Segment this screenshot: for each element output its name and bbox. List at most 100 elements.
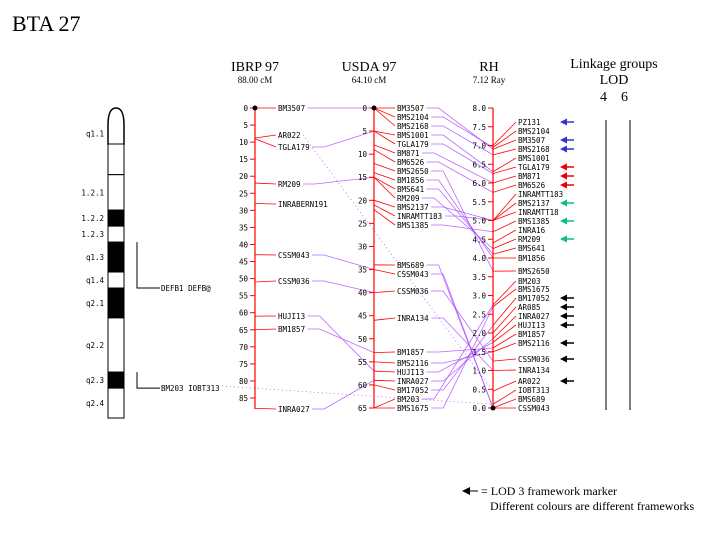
chromosome-band [107,387,125,419]
usda-tick-label: 35 [358,266,367,275]
rh-tick-label: 6.0 [472,179,486,188]
ibrp-marker-connector [254,134,277,139]
rh-tick-label: 4.5 [472,235,486,244]
framework-arrow-icon [560,294,567,302]
marker-link-line [431,338,494,382]
chromosome-band [107,209,125,227]
rh-marker-label: AR085 [518,303,541,312]
chromosome-band [107,174,125,211]
usda-marker-connector [373,107,396,118]
marker-link-line [422,197,494,249]
rh-marker-connector [492,139,517,150]
ibrp-tick-label: 0 [243,104,248,113]
band-label: q2.4 [86,399,105,408]
rh-tick-label: 8.0 [472,104,486,113]
band-label: q2.3 [86,376,104,385]
rh-marker-connector [492,369,517,371]
usda-header: USDA 97 [342,60,397,75]
marker-link-line [312,379,375,410]
ibrp-tick-label: 70 [239,343,249,352]
usda-tick-label: 15 [358,173,367,182]
rh-tick-label: 3.5 [472,273,486,282]
usda-marker-connector [373,290,396,294]
usda-tick-label: 30 [358,242,368,251]
rh-marker-label: CSSM043 [518,404,550,413]
marker-link-line [312,280,375,294]
ibrp-marker-label: INRABERN191 [278,200,328,209]
rh-marker-label: INRAMTT183 [518,190,563,199]
usda-marker-label: RM209 [397,194,420,203]
rh-marker-connector [492,324,517,343]
framework-arrow-icon [560,355,567,363]
band-label: q1.1 [86,129,104,138]
marker-link-line [431,143,494,174]
rh-tick-label: 0.0 [472,404,486,413]
band-label: 1.2.3 [81,230,104,239]
rh-marker-label: INRA134 [518,366,550,375]
usda-tick-label: 0 [362,104,367,113]
usda-marker-label: CSSM036 [397,287,429,296]
marker-link-line [422,152,494,184]
usda-marker-label: BM1856 [397,176,425,185]
ibrp-tick-label: 10 [239,138,249,147]
usda-marker-label: BMS2137 [397,203,429,212]
chromosome-title: BTA 27 [12,11,81,36]
rh-marker-label: INRA16 [518,226,546,235]
usda-marker-label: BMS2168 [397,122,429,131]
rh-marker-label: CSSM036 [518,355,550,364]
marker-links [221,107,494,410]
rh-marker-connector [492,306,517,334]
usda-marker-label: TGLA179 [397,140,429,149]
band-label: q2.2 [86,341,104,350]
usda-tick-label: 60 [358,381,368,390]
usda-marker-label: INRA134 [397,314,429,323]
framework-arrow-icon [560,312,567,320]
ibrp-tick-label: 15 [239,155,248,164]
usda-tick-label: 5 [362,127,367,136]
marker-link-line [431,170,494,272]
usda-marker-connector [373,398,396,409]
usda-tick-label: 55 [358,358,367,367]
rh-marker-connector [492,398,517,409]
usda-marker-connector [373,384,396,391]
usda-marker-connector [373,361,396,364]
rh-marker-connector [492,130,517,148]
marker-link-line [431,351,494,364]
chromosome-band [107,143,125,176]
rh-marker-connector [492,166,517,175]
ibrp-tick-label: 25 [239,189,248,198]
framework-arrow-icon [560,377,567,385]
chromosome-band [107,271,125,289]
rh-marker-label: BMS2650 [518,267,550,276]
usda-tick-label: 45 [358,312,367,321]
legend: = LOD 3 framework marker Different colou… [462,484,694,513]
ibrp-tick-label: 20 [239,172,249,181]
rh-marker-label: HUJI13 [518,321,545,330]
framework-arrow-icon [560,339,567,347]
marker-link-line [426,161,494,193]
usda-marker-label: BMS2116 [397,359,429,368]
rh-tick-label: 1.0 [472,367,486,376]
chromosome-band [107,287,125,319]
rh-marker-connector [492,333,517,349]
usda-marker-label: INRA027 [397,377,429,386]
usda-marker-label: BMS2104 [397,113,429,122]
framework-arrow-icon [560,303,567,311]
chromosome-band [107,371,125,389]
rh-marker-label: IOBT313 [518,386,550,395]
rh-marker-connector [492,157,517,173]
marker-link-line [431,134,494,173]
rh-length: 7.12 Ray [473,75,506,85]
usda-marker-label: BMS2650 [397,167,429,176]
rh-marker-label: AR022 [518,377,541,386]
rh-tick-label: 2.0 [472,329,486,338]
rh-marker-label: BM6526 [518,181,546,190]
usda-marker-label: BM1857 [397,348,424,357]
usda-marker-connector [373,379,396,382]
ibrp-marker-connector [254,407,277,410]
legend-arrow-icon [462,487,470,495]
usda-tick-label: 20 [358,196,368,205]
framework-arrow-icon [560,172,567,180]
framework-arrow-icon [560,321,567,329]
